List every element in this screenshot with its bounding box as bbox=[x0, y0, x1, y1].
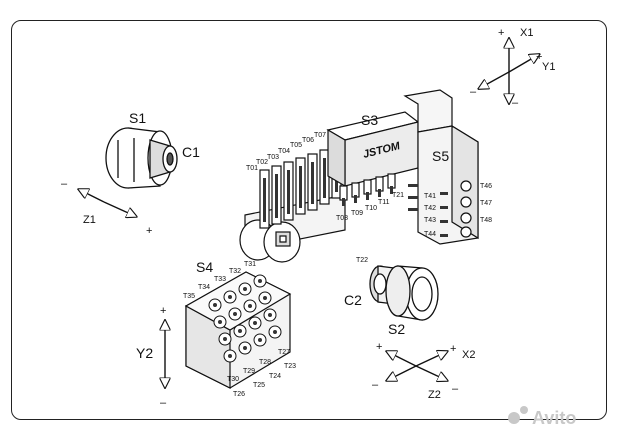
tool-label-t27: T27 bbox=[278, 349, 290, 356]
live-tool-block-s5 bbox=[408, 124, 479, 245]
gang-tool-post-s3 bbox=[239, 89, 453, 263]
tool-label-t23: T23 bbox=[284, 363, 296, 370]
station-label-s5: S5 bbox=[432, 148, 449, 164]
tool-label-t47: T47 bbox=[480, 200, 492, 207]
chuck-label-c1: C1 bbox=[182, 144, 200, 160]
axis-label-z1: Z1 bbox=[83, 214, 96, 226]
tool-label-t06: T06 bbox=[302, 137, 314, 144]
axis-plus: + bbox=[450, 343, 456, 355]
tool-label-t02: T02 bbox=[256, 159, 268, 166]
tool-label-t22: T22 bbox=[356, 257, 368, 264]
tool-label-t43: T43 bbox=[424, 217, 436, 224]
axis-minus: – bbox=[160, 397, 167, 409]
axis-cross-x2-z2 bbox=[388, 352, 446, 380]
tool-block-s4-tips bbox=[213, 279, 277, 358]
tool-label-t25: T25 bbox=[253, 382, 265, 389]
axis-label-z2: Z2 bbox=[428, 389, 441, 401]
tool-label-t03: T03 bbox=[267, 154, 279, 161]
watermark-text: Avito bbox=[532, 408, 576, 428]
tool-label-t04: T04 bbox=[278, 148, 290, 155]
tool-label-t34: T34 bbox=[198, 284, 210, 291]
axis-label-x1: X1 bbox=[520, 27, 533, 39]
station-label-s2: S2 bbox=[388, 321, 405, 337]
station-label-s4: S4 bbox=[196, 259, 213, 275]
tool-label-t08: T08 bbox=[336, 215, 348, 222]
watermark: Avito bbox=[508, 406, 576, 428]
axis-minus: – bbox=[61, 178, 68, 190]
tool-label-t30: T30 bbox=[227, 376, 239, 383]
tool-label-t46: T46 bbox=[480, 183, 492, 190]
axis-label-y1: Y1 bbox=[542, 61, 555, 73]
tool-label-t26: T26 bbox=[233, 391, 245, 398]
tool-label-t10: T10 bbox=[365, 205, 377, 212]
axis-label-x2: X2 bbox=[462, 349, 475, 361]
station-label-s1: S1 bbox=[129, 110, 146, 126]
axis-plus: + bbox=[160, 305, 166, 317]
tool-label-t41: T41 bbox=[424, 193, 436, 200]
tool-label-t11: T11 bbox=[378, 199, 390, 206]
tool-label-t01: T01 bbox=[246, 165, 258, 172]
axis-minus: – bbox=[452, 383, 459, 395]
station-label-s3: S3 bbox=[361, 112, 378, 128]
tool-label-t29: T29 bbox=[243, 368, 255, 375]
tool-label-t24: T24 bbox=[269, 373, 281, 380]
tool-label-t28: T28 bbox=[259, 359, 271, 366]
axis-arrow-z1 bbox=[80, 190, 135, 216]
axis-label-y2: Y2 bbox=[136, 345, 153, 361]
axis-minus: – bbox=[372, 379, 379, 391]
tool-label-t07: T07 bbox=[314, 132, 326, 139]
axis-cross-x1-y1 bbox=[480, 40, 538, 102]
axis-plus: + bbox=[146, 225, 152, 237]
tool-label-t32: T32 bbox=[229, 268, 241, 275]
tool-label-t42: T42 bbox=[424, 205, 436, 212]
tool-label-t35: T35 bbox=[183, 293, 195, 300]
sub-spindle-s2 bbox=[369, 265, 439, 321]
spindle-s1 bbox=[105, 127, 178, 189]
axis-minus: – bbox=[470, 86, 477, 98]
tool-label-t33: T33 bbox=[214, 276, 226, 283]
tool-label-t21: T21 bbox=[392, 192, 404, 199]
axis-plus: + bbox=[376, 341, 382, 353]
tool-label-t05: T05 bbox=[290, 142, 302, 149]
chuck-label-c2: C2 bbox=[344, 292, 362, 308]
tool-label-t44: T44 bbox=[424, 231, 436, 238]
diagram-frame bbox=[11, 20, 607, 420]
axis-plus: + bbox=[498, 27, 504, 39]
tool-label-t31: T31 bbox=[244, 261, 256, 268]
tool-label-t09: T09 bbox=[351, 210, 363, 217]
axis-plus: + bbox=[536, 51, 542, 63]
axis-minus: – bbox=[512, 97, 519, 109]
tool-label-t48: T48 bbox=[480, 217, 492, 224]
